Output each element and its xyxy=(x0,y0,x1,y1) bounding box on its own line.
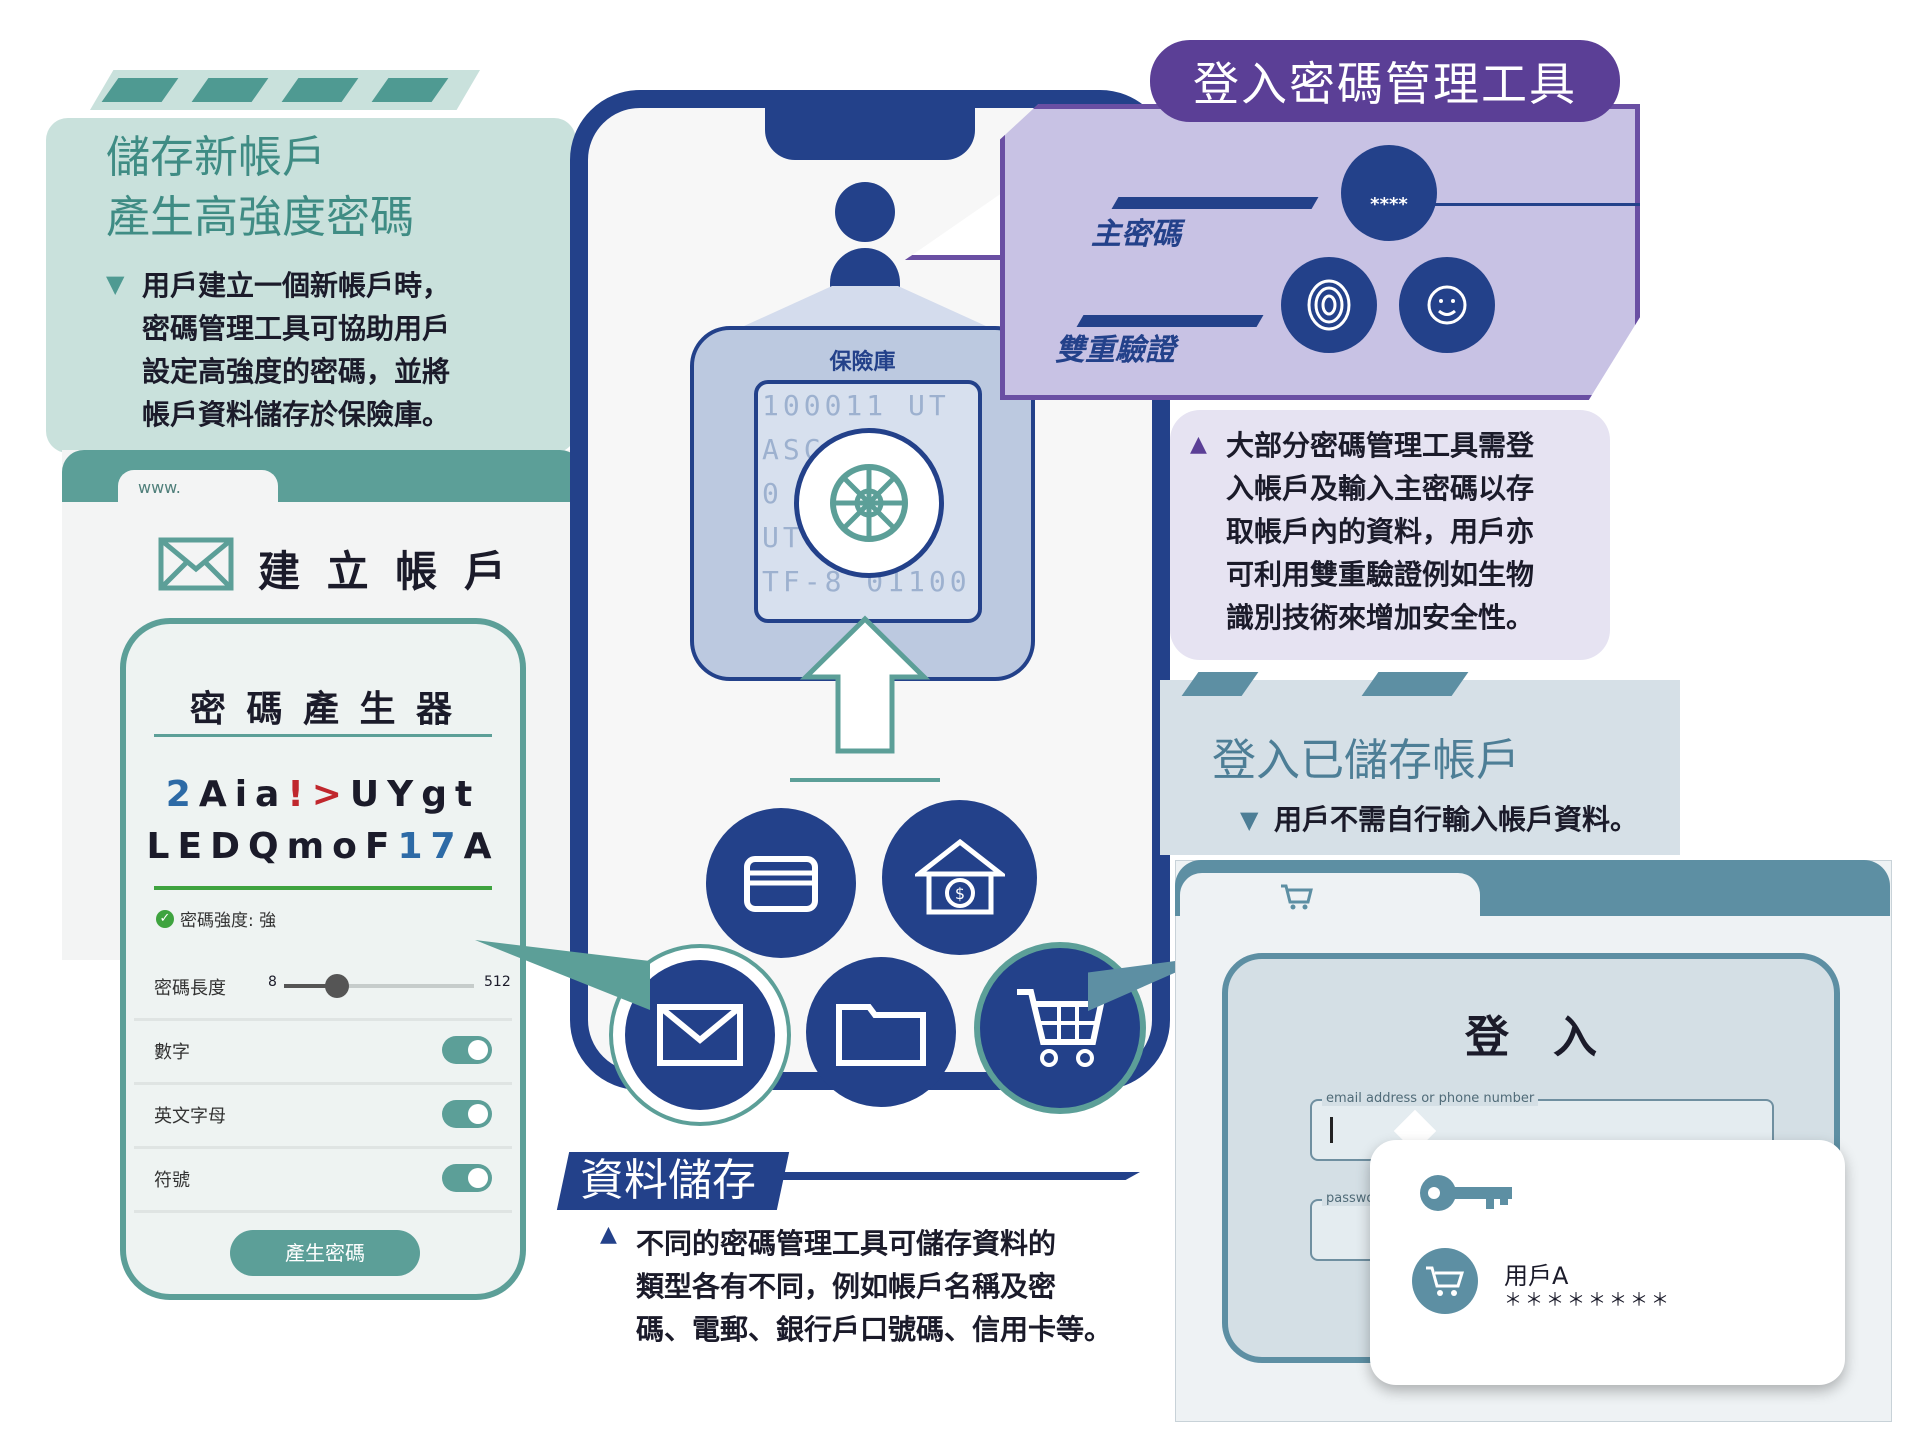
check-icon: ✓ xyxy=(156,909,174,928)
login-tool-panel: 主密碼 雙重驗證 **** xyxy=(1000,104,1640,400)
password-char: U xyxy=(349,774,388,815)
master-password-label: 主密碼 xyxy=(1091,217,1181,252)
email-field-label: email address or phone number xyxy=(1322,1091,1539,1106)
strength-bar xyxy=(154,886,492,890)
bank-icon[interactable]: $ xyxy=(882,800,1037,955)
password-char: Y xyxy=(387,774,422,815)
password-char: o xyxy=(332,826,365,867)
vault-label: 保險庫 xyxy=(829,350,896,375)
password-char: 7 xyxy=(430,826,464,867)
digits-toggle[interactable] xyxy=(442,1036,492,1064)
two-factor-label: 雙重驗證 xyxy=(1055,333,1175,368)
stored-login-title: 登入已儲存帳戶 xyxy=(1212,735,1520,786)
deco-bar xyxy=(1111,197,1319,209)
url-text: www. xyxy=(138,478,181,497)
option-row-symbols: 符號 xyxy=(134,1146,512,1213)
password-char: 2 xyxy=(165,774,199,815)
upload-arrow-icon xyxy=(799,615,931,755)
length-row: 密碼長度 8 512 xyxy=(134,954,512,1021)
text-cursor xyxy=(1330,1117,1333,1143)
autofill-popup[interactable]: 用戶A ＊＊＊＊＊＊＊＊ xyxy=(1370,1140,1845,1385)
option-row-letters: 英文字母 xyxy=(134,1082,512,1149)
password-char: E xyxy=(177,826,211,867)
password-char: g xyxy=(421,774,456,815)
password-char: F xyxy=(364,826,398,867)
envelope-icon xyxy=(158,537,234,591)
vault-dial-icon xyxy=(794,428,944,578)
saved-user-name: 用戶A xyxy=(1504,1262,1569,1290)
lock-icon: **** xyxy=(1341,145,1437,241)
arrow-base-line xyxy=(790,778,940,782)
option-row-digits: 數字 xyxy=(134,1018,512,1085)
password-char: 1 xyxy=(397,826,431,867)
password-char: D xyxy=(210,826,248,867)
option-label: 英文字母 xyxy=(154,1106,226,1127)
cart-account-icon xyxy=(1412,1248,1478,1314)
cart-tab-icon xyxy=(1281,884,1313,910)
wallet-icon[interactable] xyxy=(706,808,856,958)
length-min: 8 xyxy=(268,974,277,990)
new-account-desc: 用戶建立一個新帳戶時， 密碼管理工具可協助用戶 設定高強度的密碼，並將 帳戶資料… xyxy=(142,269,451,431)
stored-stripe-decor xyxy=(1170,672,1670,696)
triangle-down-icon: ▼ xyxy=(1240,806,1259,834)
password-char: ! xyxy=(287,774,312,815)
slider-handle[interactable] xyxy=(325,974,350,998)
new-account-title-2: 產生高強度密碼 xyxy=(106,192,414,243)
login-tool-desc-box: ▲ 大部分密碼管理工具需登 入帳戶及輸入主密碼以存 取帳戶內的資料，用戶亦 可利… xyxy=(1170,410,1610,660)
password-char: i xyxy=(234,774,256,815)
storage-title: 資料儲存 xyxy=(580,1155,756,1206)
stored-login-panel: 登入已儲存帳戶 ▼ 用戶不需自行輸入帳戶資料。 xyxy=(1160,672,1680,855)
user-head-icon xyxy=(835,182,895,242)
option-label: 數字 xyxy=(154,1042,190,1063)
password-char: A xyxy=(463,826,500,867)
email-icon[interactable] xyxy=(625,960,775,1110)
generate-password-button[interactable]: 產生密碼 xyxy=(230,1230,420,1276)
face-id-icon xyxy=(1399,257,1495,353)
length-label: 密碼長度 xyxy=(154,978,226,999)
key-icon xyxy=(1420,1175,1512,1211)
password-generator: 密 碼 產 生 器 2Aia!>UYgt LEDQmoF17A ✓ 密碼強度: … xyxy=(120,618,526,1300)
length-slider[interactable] xyxy=(284,974,474,998)
letters-toggle[interactable] xyxy=(442,1100,492,1128)
login-tool-title: 登入密碼管理工具 xyxy=(1150,40,1620,122)
option-label: 符號 xyxy=(154,1170,190,1191)
triangle-up-icon: ▲ xyxy=(600,1222,617,1247)
password-char: Q xyxy=(247,826,287,867)
triangle-up-icon: ▲ xyxy=(1190,432,1207,457)
generated-password-line-1: 2Aia!>UYgt xyxy=(126,774,520,815)
length-max: 512 xyxy=(484,974,511,990)
new-account-title-1: 儲存新帳戶 xyxy=(106,132,326,183)
symbols-toggle[interactable] xyxy=(442,1164,492,1192)
password-char: A xyxy=(198,774,235,815)
svg-text:$: $ xyxy=(954,884,964,903)
login-title: 登 入 xyxy=(1465,1012,1597,1063)
password-char: L xyxy=(146,826,178,867)
stored-login-desc: 用戶不需自行輸入帳戶資料。 xyxy=(1274,803,1639,836)
strength-label: 密碼強度: 強 xyxy=(180,911,277,931)
create-account-title: 建 立 帳 戶 xyxy=(258,547,512,596)
pin-text: **** xyxy=(1370,193,1408,215)
storage-desc: 不同的密碼管理工具可儲存資料的 類型各有不同，例如帳戶名稱及密 碼、電郵、銀行戶… xyxy=(636,1227,1113,1346)
vault-door: 100011 UT ASC 11 0 A UT 11 TF-8 01100 xyxy=(754,380,982,623)
folder-icon[interactable] xyxy=(806,957,956,1107)
phone-notch xyxy=(765,100,975,160)
password-char: t xyxy=(455,774,481,815)
password-char: > xyxy=(311,774,350,815)
password-char: m xyxy=(286,826,333,867)
new-account-tab-decor xyxy=(90,70,480,110)
divider xyxy=(154,734,492,737)
triangle-down-icon: ▼ xyxy=(106,270,125,298)
strength-indicator: ✓ 密碼強度: 強 xyxy=(156,906,276,931)
browser-tab[interactable]: www. xyxy=(118,470,278,504)
storage-deco-line xyxy=(780,1172,1140,1180)
fingerprint-icon xyxy=(1281,257,1377,353)
login-tool-desc: 大部分密碼管理工具需登 入帳戶及輸入主密碼以存 取帳戶內的資料，用戶亦 可利用雙… xyxy=(1226,429,1535,634)
generated-password-line-2: LEDQmoF17A xyxy=(126,826,520,867)
saved-user-password: ＊＊＊＊＊＊＊＊ xyxy=(1504,1290,1672,1311)
new-account-panel: 儲存新帳戶 產生高強度密碼 ▼ 用戶建立一個新帳戶時， 密碼管理工具可協助用戶 … xyxy=(46,118,576,453)
connector-line xyxy=(1345,203,1640,206)
password-char: a xyxy=(255,774,288,815)
login-window-tab[interactable] xyxy=(1180,873,1480,918)
generator-title: 密 碼 產 生 器 xyxy=(189,689,457,730)
